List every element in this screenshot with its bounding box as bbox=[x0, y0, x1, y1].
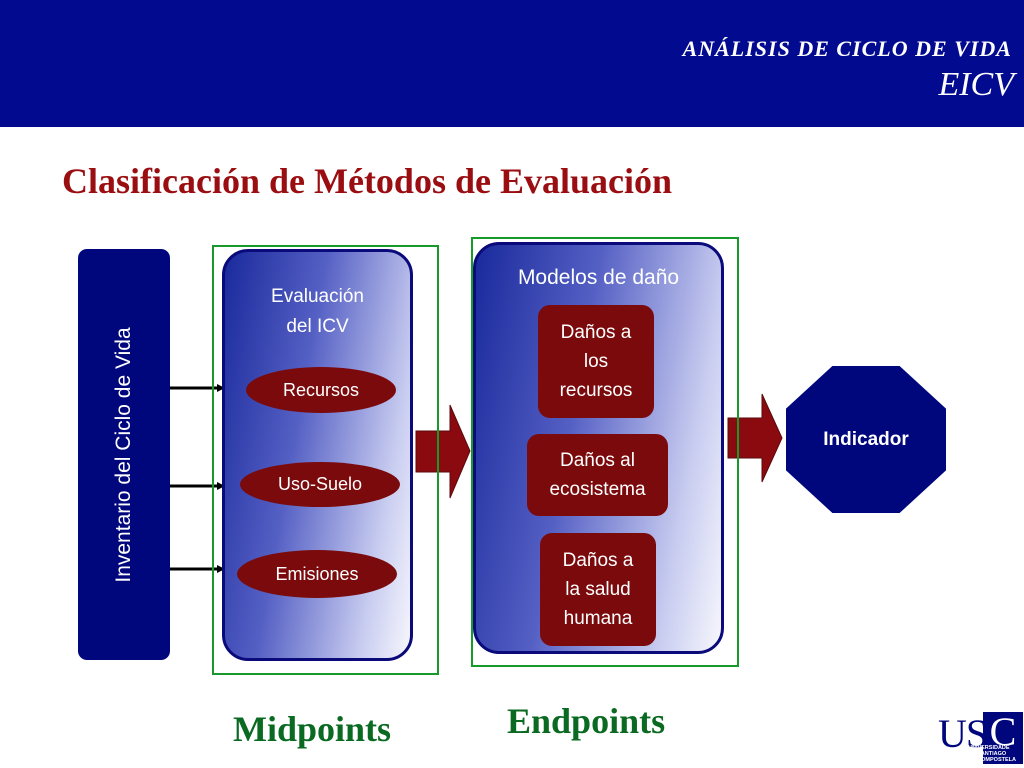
indicator-octagon: Indicador bbox=[786, 366, 946, 513]
endpoints-caption: Endpoints bbox=[507, 701, 666, 741]
slide-title: Clasificación de Métodos de Evaluación bbox=[62, 161, 672, 201]
damage-box-salud: Daños a la salud humana bbox=[540, 533, 656, 646]
midpoint-item-recursos: Recursos bbox=[246, 367, 396, 413]
midpoints-panel: Evaluación del ICV bbox=[222, 249, 413, 661]
indicator-label: Indicador bbox=[823, 428, 909, 450]
usc-logo-c: C bbox=[989, 709, 1017, 754]
header-subtitle: ANÁLISIS DE CICLO DE VIDA bbox=[682, 36, 1012, 61]
midpoint-item-uso-suelo: Uso-Suelo bbox=[240, 462, 400, 507]
damage-box-ecosistema: Daños al ecosistema bbox=[527, 434, 668, 516]
inventory-block bbox=[78, 249, 170, 660]
header-acronym: EICV bbox=[938, 66, 1014, 103]
damage-box-recursos: Daños a los recursos bbox=[538, 305, 654, 418]
usc-logo-subtitle: UNIVERSIDADE DE SANTIAGO DE COMPOSTELA bbox=[968, 745, 1016, 763]
midpoints-panel-title: Evaluación del ICV bbox=[271, 286, 364, 337]
endpoints-frame bbox=[471, 237, 739, 667]
endpoints-panel-title: Modelos de daño bbox=[517, 266, 680, 289]
big-arrow-endpoint-to-indicator bbox=[727, 393, 783, 483]
big-arrow-midpoint-to-endpoint bbox=[415, 404, 471, 499]
usc-logo-letters: US bbox=[938, 711, 988, 756]
midpoints-caption: Midpoints bbox=[233, 709, 392, 749]
header-bar bbox=[0, 0, 1024, 127]
midpoint-item-emisiones: Emisiones bbox=[237, 550, 397, 598]
midpoints-frame bbox=[212, 245, 439, 675]
usc-logo-block bbox=[983, 712, 1023, 764]
